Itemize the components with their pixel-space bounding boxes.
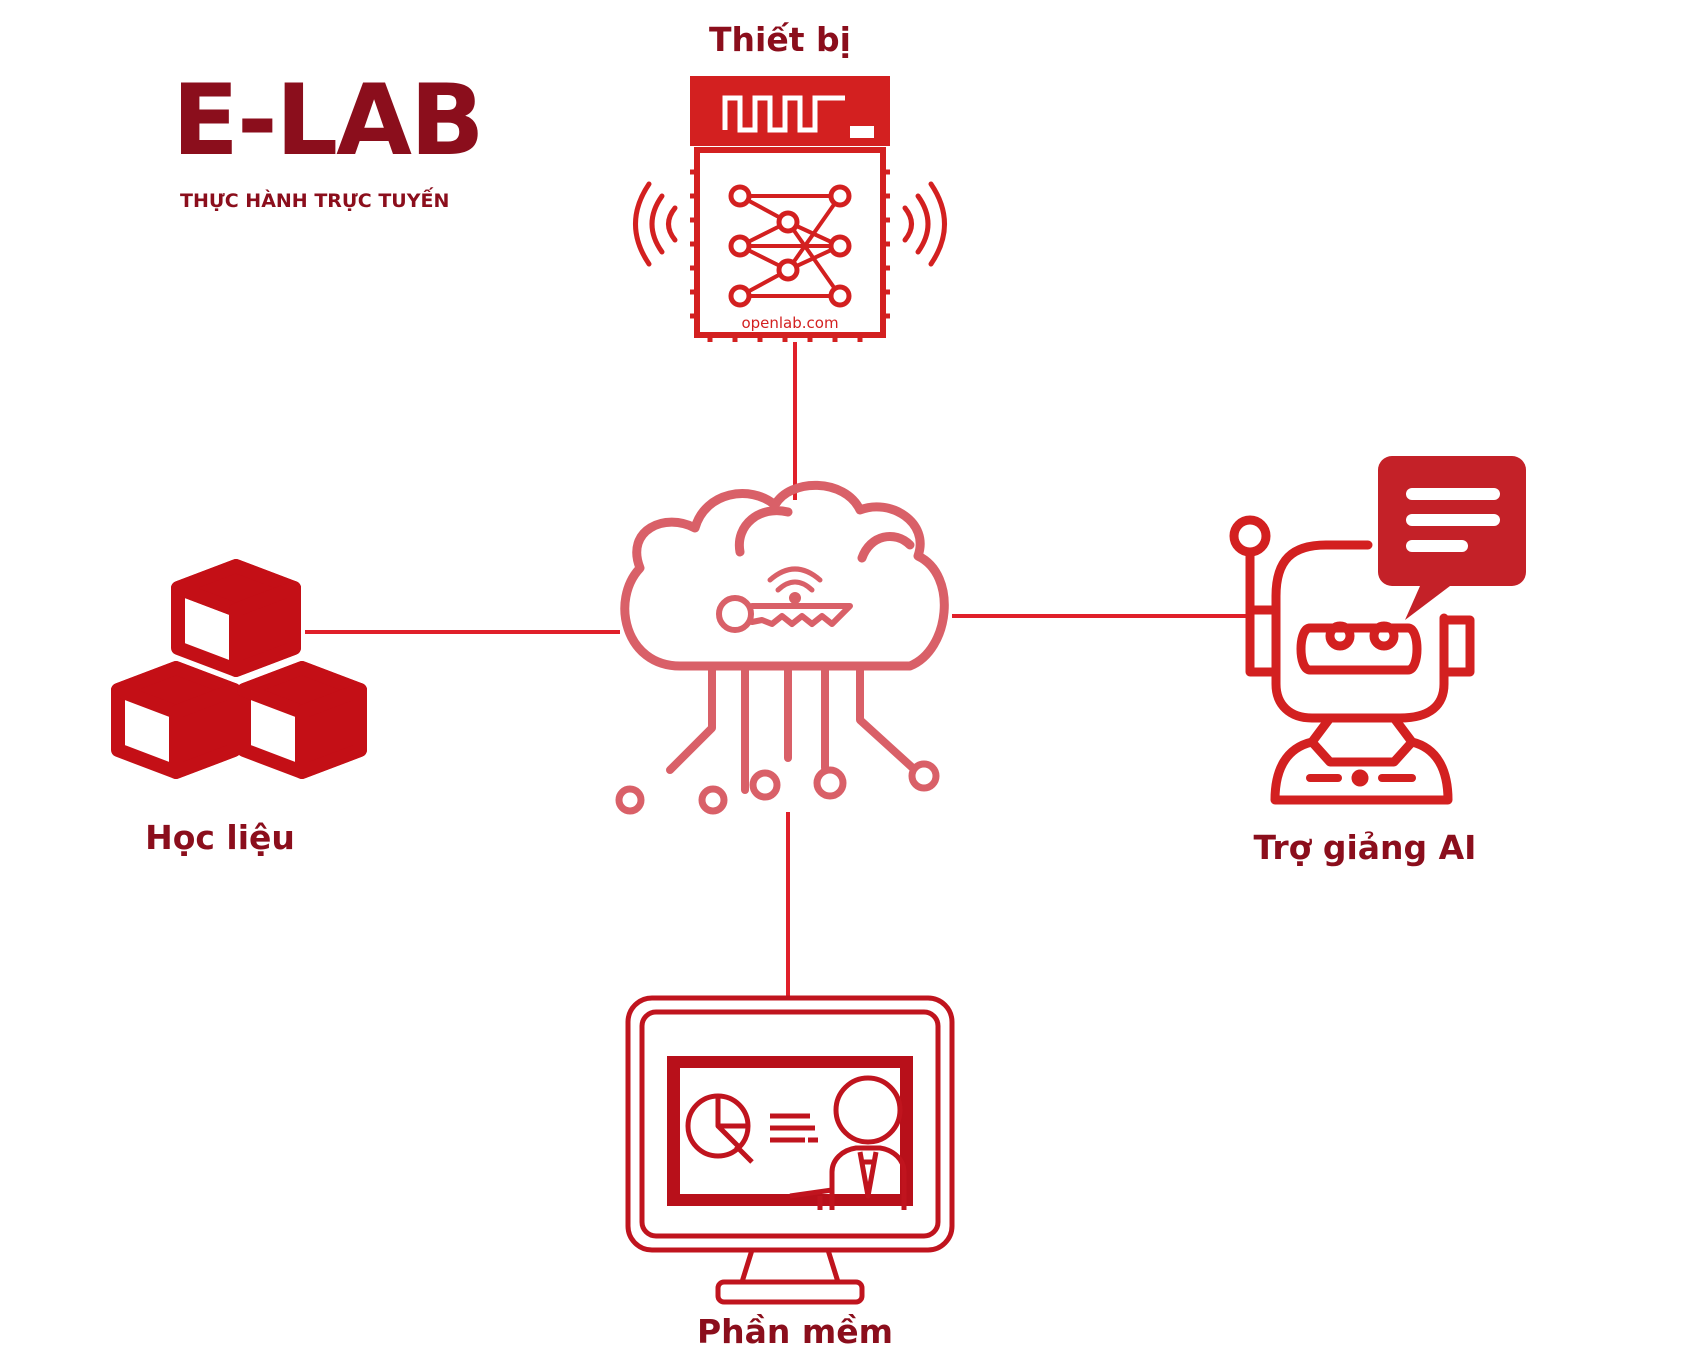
brand-title: E-LAB (172, 64, 485, 178)
ai-assistant-label: Trợ giảng AI (1253, 828, 1477, 867)
chip-text: openlab.com (741, 314, 838, 332)
materials-label: Học liệu (145, 818, 295, 857)
chip-icon: openlab.com (633, 76, 947, 342)
robot-chat-icon (1229, 456, 1526, 805)
software-label: Phần mềm (696, 1312, 894, 1351)
monitor-presenter-icon (625, 995, 955, 1305)
brand-subtitle: THỰC HÀNH TRỰC TUYẾN (180, 190, 450, 212)
cubes-icon (111, 559, 367, 779)
connectors (305, 342, 1250, 998)
device-label: Thiết bị (709, 20, 851, 59)
cloud-key-icon (615, 480, 949, 815)
